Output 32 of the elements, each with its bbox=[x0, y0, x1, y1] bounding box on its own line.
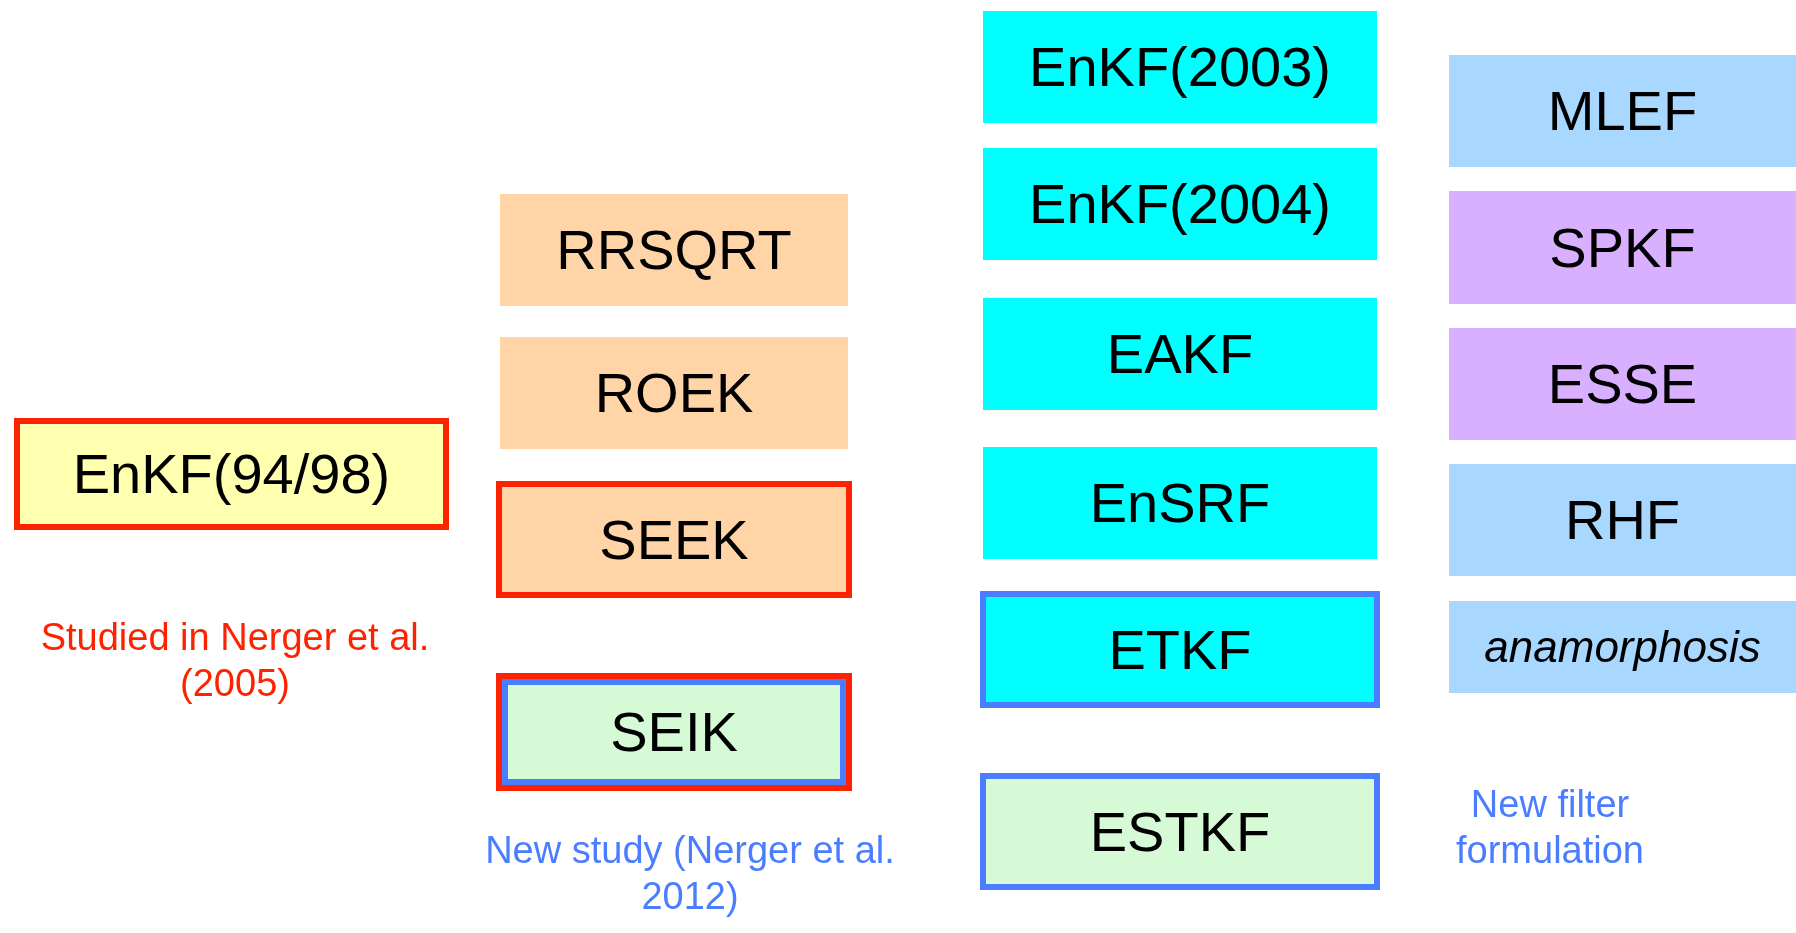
method-box bbox=[496, 673, 852, 791]
method-box bbox=[496, 481, 852, 598]
method-box bbox=[1449, 55, 1796, 167]
method-name: ROEK bbox=[594, 365, 754, 421]
method-name: EAKF bbox=[1106, 326, 1254, 382]
annotation-text: New filter formulation bbox=[1455, 782, 1645, 873]
method-name: SEIK bbox=[610, 704, 738, 760]
method-box bbox=[500, 337, 848, 449]
method-box bbox=[983, 298, 1377, 410]
method-box bbox=[983, 447, 1377, 559]
method-box bbox=[1449, 464, 1796, 576]
method-box bbox=[1449, 328, 1796, 440]
method-name: MLEF bbox=[1547, 83, 1698, 139]
method-box bbox=[983, 11, 1377, 123]
method-name: RRSQRT bbox=[556, 222, 792, 278]
method-name: EnSRF bbox=[1089, 475, 1271, 531]
method-box bbox=[1449, 601, 1796, 693]
method-box bbox=[980, 591, 1380, 708]
method-box bbox=[500, 194, 848, 306]
method-box bbox=[14, 418, 449, 530]
method-box bbox=[1449, 191, 1796, 304]
annotation-text: Studied in Nerger et al. (2005) bbox=[39, 615, 431, 706]
annotation-text: New study (Nerger et al. 2012) bbox=[484, 828, 896, 919]
method-name: RHF bbox=[1564, 492, 1681, 548]
method-name: anamorphosis bbox=[1484, 625, 1761, 669]
method-name: SEEK bbox=[599, 511, 749, 568]
method-box bbox=[980, 773, 1380, 890]
method-box bbox=[983, 148, 1377, 260]
method-name: ETKF bbox=[1108, 621, 1252, 678]
method-name: ESSE bbox=[1547, 356, 1698, 412]
method-name: SPKF bbox=[1549, 219, 1696, 276]
method-name: ESTKF bbox=[1089, 803, 1271, 860]
